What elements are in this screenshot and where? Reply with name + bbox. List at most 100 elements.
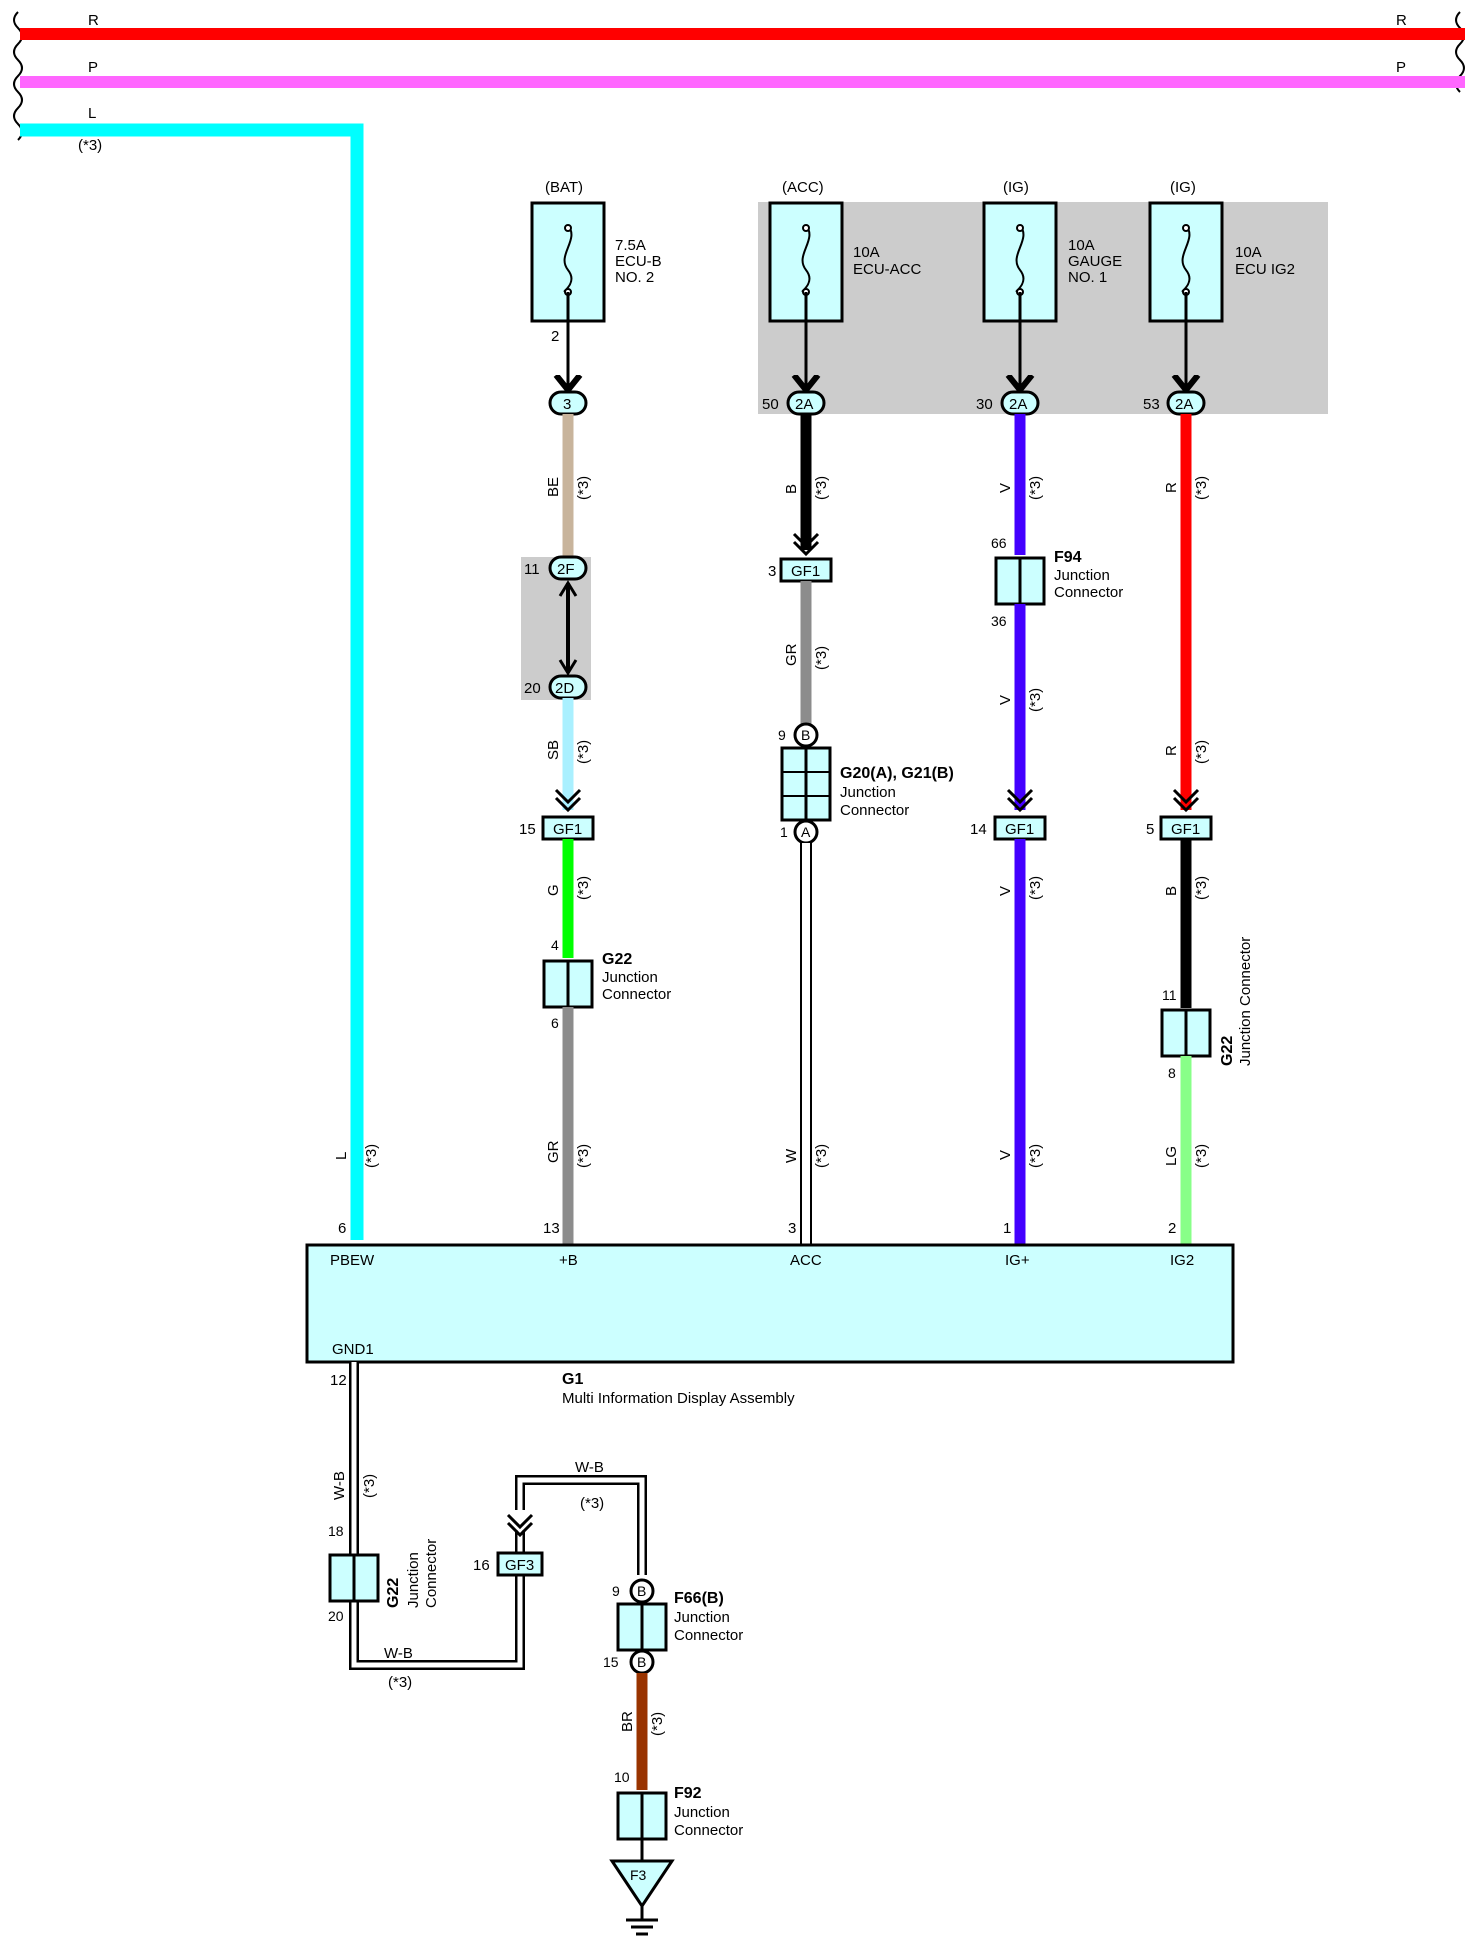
bus-l-note: (*3) (78, 137, 102, 154)
fuse-ecu-acc-pin: 50 (762, 396, 779, 413)
wire-wb-1-note: (*3) (361, 1474, 378, 1498)
wire-r-1-note: (*3) (1193, 476, 1210, 500)
wire-wb-ground-run (349, 1362, 525, 1670)
junction-g22-i-name: G22 (1219, 1036, 1236, 1066)
wire-v-4-pin: 1 (1003, 1220, 1011, 1237)
wire-b-ig2-code: B (1163, 886, 1180, 896)
bus-pink-label-right: P (1396, 59, 1406, 76)
wire-gr-acc-note: (*3) (813, 646, 830, 670)
junction-g22-gnd-sub2: Connector (423, 1539, 440, 1608)
fuse-ecu-ig2-name: ECU IG2 (1235, 261, 1295, 278)
bus-red-label-left: R (88, 12, 99, 29)
wire-lg-pin: 2 (1168, 1220, 1176, 1237)
terminal-ig2: IG2 (1170, 1252, 1194, 1269)
fuse-source-ig-gauge: (IG) (1003, 179, 1029, 196)
fuse-ecu-ig2-pin: 53 (1143, 396, 1160, 413)
wire-v-4-code: V (997, 1150, 1014, 1160)
terminal-plus-b: +B (559, 1252, 578, 1269)
junction-f94-name: F94 (1054, 549, 1082, 566)
wire-sb-note: (*3) (575, 740, 592, 764)
fuse-gauge-pin: 30 (976, 396, 993, 413)
wire-v-1-code: V (997, 483, 1014, 493)
wire-b-acc-note: (*3) (813, 476, 830, 500)
junction-g20-name: G20(A), G21(B) (840, 765, 954, 782)
junction-g20-sub1: Junction (840, 784, 896, 801)
fuse-source-bat: (BAT) (545, 179, 583, 196)
wire-v-3-note: (*3) (1027, 876, 1044, 900)
connector-gf3 (496, 1551, 544, 1577)
bus-pink-label-left: P (88, 59, 98, 76)
junction-g20-sub2: Connector (840, 802, 909, 819)
fuse-ecu-b-pin: 2 (551, 328, 559, 345)
fuse-source-ig-ecu: (IG) (1170, 179, 1196, 196)
wire-wb-2-note: (*3) (388, 1674, 412, 1691)
connector-2f-pin: 11 (524, 561, 540, 578)
fuse-ecu-b-name: ECU-B (615, 253, 662, 270)
connector-2a-acc-label: 2A (795, 396, 813, 413)
junction-f66-top-terminal (629, 1578, 655, 1604)
junction-f92-sub1: Junction (674, 1804, 730, 1821)
wire-br-note: (*3) (649, 1712, 666, 1736)
wire-gr-b-code: GR (545, 1140, 562, 1163)
junction-f94-sub1: Junction (1054, 567, 1110, 584)
wire-b-ig2-note: (*3) (1193, 876, 1210, 900)
junction-g22-b-sub2: Connector (602, 986, 671, 1003)
wire-lg-note: (*3) (1193, 1144, 1210, 1168)
connector-gf1-i-label: GF1 (1171, 821, 1200, 838)
wire-v-2-code: V (997, 695, 1014, 705)
junction-g22-i-sub: Junction Connector (1237, 937, 1254, 1066)
wire-w-acc-note: (*3) (813, 1144, 830, 1168)
junction-g22-b-pin-bot: 6 (551, 1015, 559, 1031)
connector-3-label: 3 (563, 396, 571, 413)
junction-f66-top-letter: B (637, 1583, 646, 1599)
wire-w-acc-pin: 3 (788, 1220, 796, 1237)
connector-2d-pin: 20 (524, 680, 541, 697)
junction-f92-pin-top: 10 (614, 1769, 630, 1785)
ground-point-f3-label: F3 (630, 1867, 647, 1883)
wire-w-acc-code: W (783, 1148, 800, 1163)
wire-wb-3-code: W-B (575, 1459, 604, 1476)
junction-f66-pin-top: 9 (612, 1583, 620, 1599)
wire-wb-3-note: (*3) (580, 1495, 604, 1512)
wire-r-2-code: R (1163, 745, 1180, 756)
fuse-gauge-name: GAUGE (1068, 253, 1122, 270)
component-g1-id: G1 (562, 1371, 583, 1388)
junction-g22-i-pin-top: 11 (1162, 987, 1177, 1003)
wire-v-2-note: (*3) (1027, 688, 1044, 712)
terminal-pbew: PBEW (330, 1252, 375, 1269)
wire-gr-b-pin: 13 (543, 1220, 560, 1237)
connector-gf1-b-label: GF1 (553, 821, 582, 838)
junction-g22-gnd-pin-top: 18 (328, 1523, 344, 1539)
junction-g20-bot-letter: A (801, 824, 811, 840)
wire-r-2-note: (*3) (1193, 740, 1210, 764)
junction-g22-b-pin-top: 4 (551, 937, 559, 953)
fuse-ecu-ig2-rating: 10A (1235, 244, 1262, 261)
junction-f92-name: F92 (674, 1785, 702, 1802)
connector-gf1-g-label: GF1 (1005, 821, 1034, 838)
wire-l-code: L (333, 1152, 350, 1160)
wire-br-code: BR (619, 1711, 636, 1732)
fuse-ecu-acc-name: ECU-ACC (853, 261, 922, 278)
junction-f66-name: F66(B) (674, 1590, 724, 1607)
wire-wb-1-code: W-B (331, 1471, 348, 1500)
junction-f94-pin-top: 66 (991, 535, 1007, 551)
junction-f66-bot-letter: B (637, 1654, 646, 1670)
fuse-ecu-b-rating: 7.5A (615, 237, 646, 254)
junction-g20-top-letter: B (801, 727, 810, 743)
ground-icon (626, 1906, 658, 1936)
wire-be-code: BE (545, 477, 562, 497)
junction-g22-i-pin-bot: 8 (1168, 1065, 1176, 1081)
junction-f94-pin-bot: 36 (991, 613, 1007, 629)
fuse-ecu-b-name2: NO. 2 (615, 269, 654, 286)
connector-2a-ig2-label: 2A (1175, 396, 1193, 413)
junction-g22-b-sub1: Junction (602, 969, 658, 986)
ground-pin-12: 12 (330, 1372, 347, 1389)
wire-v-1-note: (*3) (1027, 476, 1044, 500)
connector-gf1-g-pin: 14 (970, 821, 987, 838)
junction-f94-sub2: Connector (1054, 584, 1123, 601)
wire-b-acc-code: B (783, 484, 800, 494)
connector-gf1-i-pin: 5 (1146, 821, 1154, 838)
wire-v-4-note: (*3) (1027, 1144, 1044, 1168)
wire-sb-code: SB (545, 740, 562, 760)
junction-f66-sub2: Connector (674, 1627, 743, 1644)
